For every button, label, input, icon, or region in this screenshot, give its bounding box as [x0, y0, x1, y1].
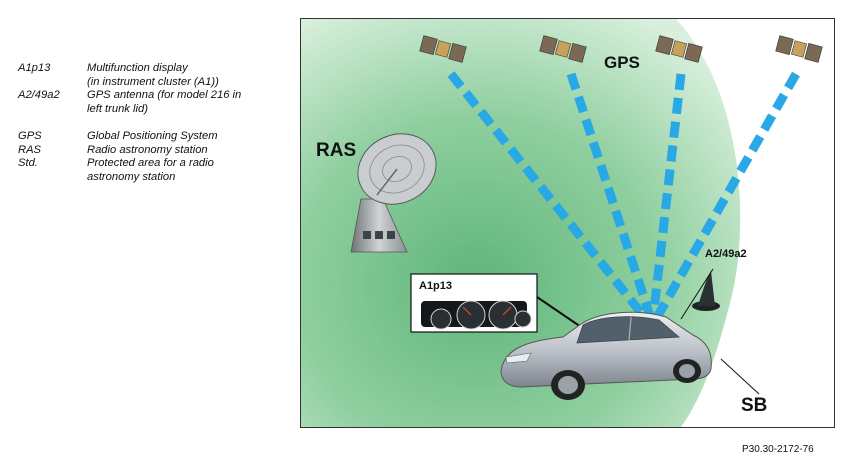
- satellite-icon-4: [775, 35, 823, 63]
- signal-beam-1: [447, 71, 650, 322]
- signal-beam-2: [566, 72, 656, 321]
- satellite-icon-3: [655, 35, 703, 63]
- legend-row: RAS Radio astronomy station: [18, 144, 288, 158]
- legend-spacer: [18, 116, 288, 130]
- signal-beam-3: [648, 73, 686, 320]
- multifunction-display-inset: [410, 273, 538, 333]
- legend-description: Global Positioning System: [87, 130, 218, 142]
- legend-description: GPS antenna (for model 216 in left trunk…: [87, 89, 242, 115]
- legend-description: Protected area for a radio astronomy sta…: [87, 157, 214, 183]
- label-sb: SB: [741, 395, 767, 416]
- label-antenna: A2/49a2: [705, 248, 747, 260]
- diagram-canvas: GPS RAS A2/49a2 A1p13 SB: [301, 19, 823, 427]
- legend-row: A1p13 Multifunction display (in instrumen…: [18, 62, 288, 89]
- satellite-icon-1: [419, 35, 467, 63]
- legend-code: A1p13: [18, 62, 51, 74]
- car-icon: [500, 311, 712, 400]
- antenna-leader-line: [680, 268, 714, 320]
- legend-description: Radio astronomy station: [87, 143, 208, 156]
- legend-row: Std. Protected area for a radio astronomy…: [18, 157, 288, 184]
- legend-code: GPS: [18, 130, 42, 142]
- legend-code: Std.: [18, 157, 38, 169]
- label-ras: RAS: [316, 140, 356, 161]
- label-display: A1p13: [419, 280, 452, 292]
- gps-signal-beams: [447, 71, 800, 322]
- legend-description: Multifunction display (in instrument clu…: [87, 62, 219, 88]
- legend-code: A2/49a2: [18, 89, 60, 101]
- satellite-icon-2: [539, 35, 587, 63]
- legend: A1p13 Multifunction display (in instrumen…: [18, 62, 288, 184]
- diagram-figure: GPS RAS A2/49a2 A1p13 SB: [300, 18, 835, 428]
- gps-antenna-icon: [692, 271, 720, 311]
- legend-row: GPS Global Positioning System: [18, 130, 288, 144]
- figure-caption: P30.30-2172-76: [742, 444, 814, 455]
- label-gps: GPS: [604, 53, 640, 72]
- legend-row: A2/49a2 GPS antenna (for model 216 in lef…: [18, 89, 288, 116]
- sb-leader-line: [720, 358, 760, 395]
- radio-telescope-icon: [350, 133, 437, 253]
- legend-code: RAS: [18, 143, 42, 156]
